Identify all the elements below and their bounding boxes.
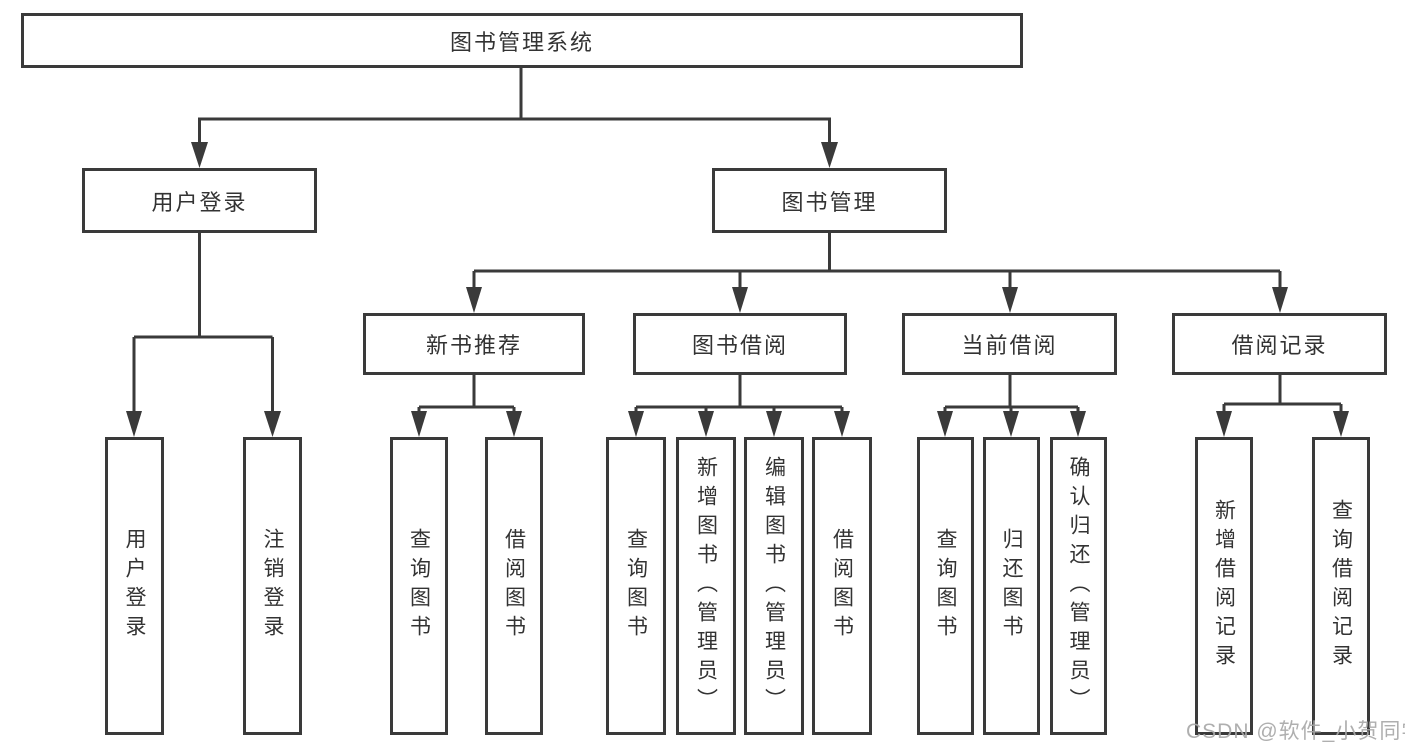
leaf-bb-add-book-label: 新增图书（管理员） [694, 455, 718, 717]
leaf-cb-query-book-label: 查询图书 [934, 528, 957, 644]
leaf-bb-borrow-book-label: 借阅图书 [830, 528, 854, 644]
leaf-br-query-record-label: 查询借阅记录 [1329, 499, 1353, 673]
node-user-login: 用户登录 [82, 168, 317, 233]
arrowhead [1216, 411, 1232, 437]
arrowhead [506, 411, 522, 437]
leaf-cb-query-book: 查询图书 [917, 437, 974, 735]
node-user-login-label: 用户登录 [151, 189, 248, 215]
node-new-book-rec: 新书推荐 [363, 313, 585, 375]
connector-book-mgmt-to-level3 [472, 233, 1282, 292]
node-new-book-rec-label: 新书推荐 [425, 333, 522, 358]
node-current-borrow-label: 当前借阅 [961, 333, 1058, 358]
arrowhead [821, 142, 838, 168]
leaf-logout: 注销登录 [243, 437, 302, 735]
node-book-borrow-label: 图书借阅 [691, 333, 788, 358]
connector-root-to-level2 [198, 68, 831, 146]
leaf-bb-query-book: 查询图书 [606, 437, 666, 735]
arrowhead [466, 287, 482, 313]
arrowhead [766, 411, 782, 437]
leaf-nb-query-book-label: 查询图书 [407, 528, 431, 644]
leaf-br-query-record: 查询借阅记录 [1312, 437, 1370, 735]
arrowhead [1003, 411, 1019, 437]
leaf-user-login: 用户登录 [105, 437, 164, 735]
leaf-nb-query-book: 查询图书 [390, 437, 448, 735]
connector-current-borrow-to-leaves [943, 375, 1080, 415]
arrowhead [1002, 287, 1018, 313]
arrowhead [126, 411, 142, 437]
leaf-bb-edit-book-label: 编辑图书（管理员） [762, 455, 786, 717]
leaf-br-add-record-label: 新增借阅记录 [1212, 499, 1236, 673]
arrowhead [732, 287, 748, 313]
arrowhead [264, 411, 281, 437]
leaf-bb-edit-book: 编辑图书（管理员） [744, 437, 804, 735]
leaf-bb-add-book: 新增图书（管理员） [676, 437, 736, 735]
leaf-user-login-label: 用户登录 [123, 528, 146, 644]
arrowhead [937, 411, 953, 437]
connector-borrow-record-to-leaves [1222, 375, 1343, 415]
arrowhead [834, 411, 850, 437]
arrowhead [628, 411, 644, 437]
node-book-mgmt: 图书管理 [712, 168, 947, 233]
node-borrow-record-label: 借阅记录 [1231, 333, 1328, 358]
leaf-cb-return-book: 归还图书 [983, 437, 1040, 735]
arrowhead [191, 142, 208, 168]
node-root: 图书管理系统 [21, 13, 1023, 68]
leaf-logout-label: 注销登录 [261, 528, 284, 644]
connector-new-book-rec-to-leaves [417, 375, 516, 415]
leaf-nb-borrow-book: 借阅图书 [485, 437, 543, 735]
connector-user-login-to-leaves [132, 233, 274, 415]
arrowhead [411, 411, 427, 437]
leaf-cb-confirm-return-label: 确认归还（管理员） [1067, 455, 1090, 717]
arrowhead [1070, 411, 1086, 437]
arrowhead [1272, 287, 1288, 313]
leaf-cb-return-book-label: 归还图书 [1000, 528, 1023, 644]
leaf-nb-borrow-book-label: 借阅图书 [502, 528, 526, 644]
leaf-br-add-record: 新增借阅记录 [1195, 437, 1253, 735]
leaf-bb-borrow-book: 借阅图书 [812, 437, 872, 735]
node-borrow-record: 借阅记录 [1172, 313, 1387, 375]
connector-book-borrow-to-leaves [634, 375, 844, 415]
node-current-borrow: 当前借阅 [902, 313, 1117, 375]
arrowhead [698, 411, 714, 437]
node-book-borrow: 图书借阅 [633, 313, 847, 375]
leaf-bb-query-book-label: 查询图书 [624, 528, 648, 644]
node-book-mgmt-label: 图书管理 [781, 189, 878, 215]
csdn-watermark: CSDN @软件_小贺同学 [1186, 720, 1405, 743]
leaf-cb-confirm-return: 确认归还（管理员） [1050, 437, 1107, 735]
node-root-label: 图书管理系统 [449, 29, 594, 55]
arrowhead [1333, 411, 1349, 437]
